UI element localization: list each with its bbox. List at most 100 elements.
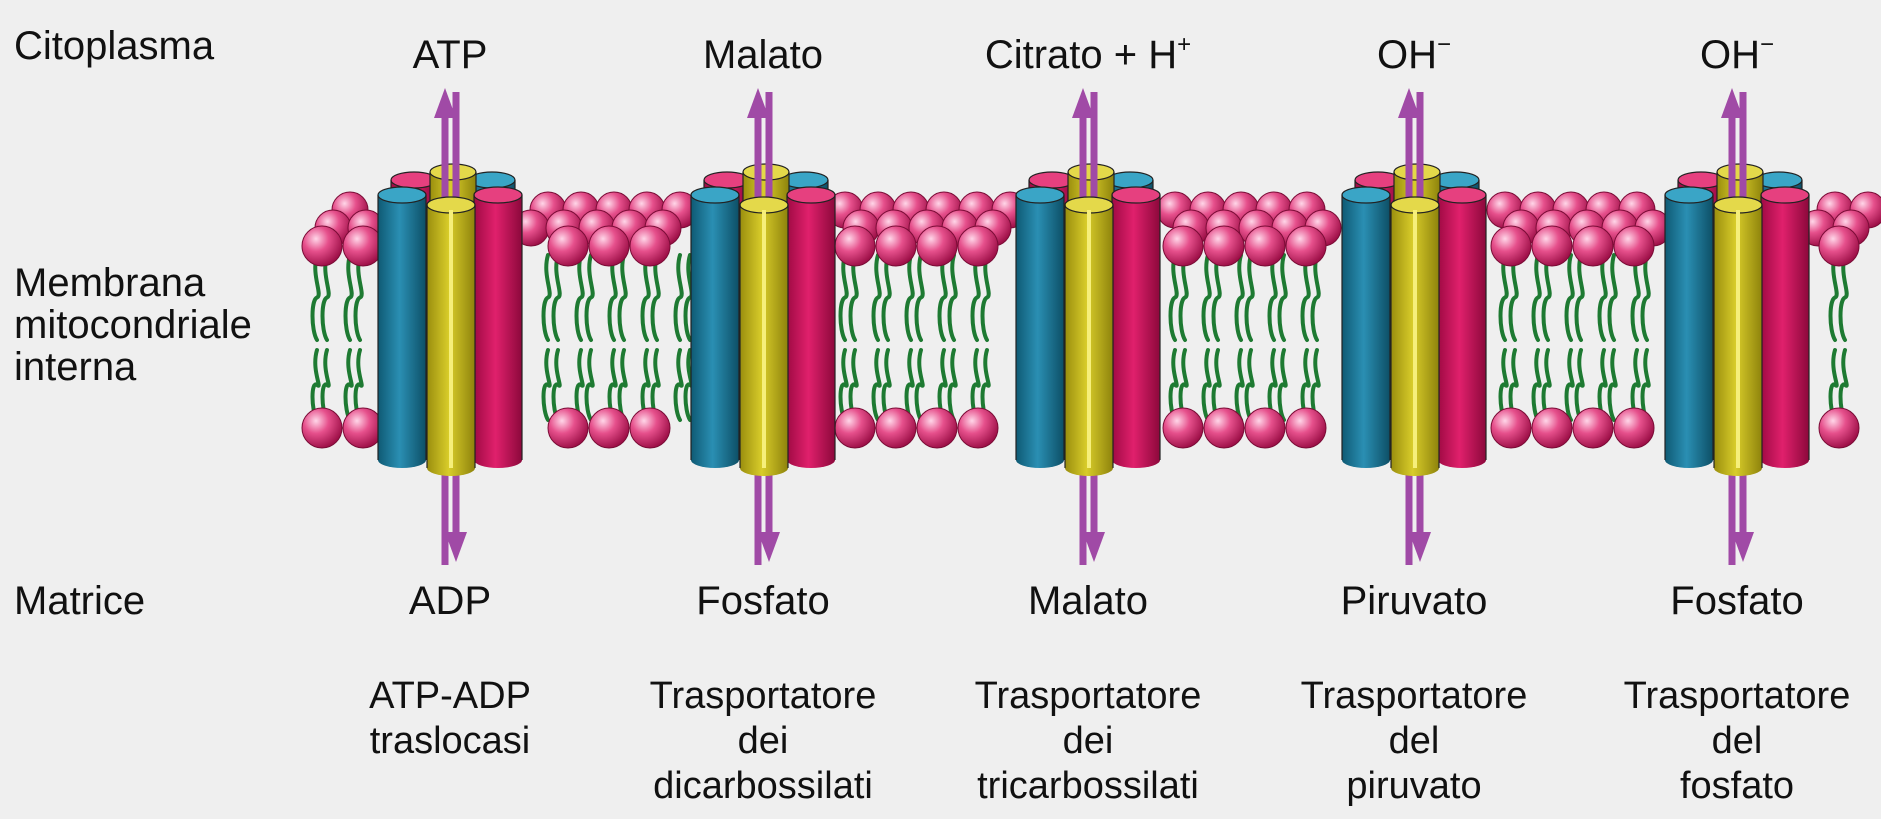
lipid-head xyxy=(958,226,998,266)
transporter-2 xyxy=(691,88,835,565)
transporter-name-4: Trasportatore del piruvato xyxy=(1301,674,1528,809)
lipid-tail xyxy=(917,350,923,420)
transporter-name-2-line-2: dei xyxy=(650,719,877,764)
lipid-head xyxy=(1204,226,1244,266)
helix-top xyxy=(474,187,522,203)
lipid-head xyxy=(835,408,875,448)
lipid-tail xyxy=(1237,255,1243,340)
lipid-tail xyxy=(1247,255,1253,340)
lipid-tail xyxy=(1204,255,1210,340)
lipid-head xyxy=(1491,408,1531,448)
transporter-name-3-line-2: dei xyxy=(975,719,1202,764)
lipid-head xyxy=(1614,226,1654,266)
lipid-tail xyxy=(676,255,682,340)
lipid-tail xyxy=(1610,255,1616,340)
helix-top xyxy=(1761,187,1809,203)
lipid-head xyxy=(343,226,383,266)
label-membrane-line-3: interna xyxy=(14,346,252,388)
helix-top xyxy=(691,187,739,203)
substrate-bottom-5: Fosfato xyxy=(1670,577,1803,625)
substrate-bottom-4: Piruvato xyxy=(1341,577,1488,625)
lipid-head xyxy=(302,408,342,448)
lipid-head xyxy=(1204,408,1244,448)
lipid-head xyxy=(1245,408,1285,448)
label-citoplasma: Citoplasma xyxy=(14,22,214,70)
helix-bottom xyxy=(1665,452,1713,468)
helix-top xyxy=(1342,187,1390,203)
lipid-tail xyxy=(1633,255,1639,340)
lipid-tail xyxy=(1831,255,1837,340)
label-matrice: Matrice xyxy=(14,577,145,625)
transporter-name-3: Trasportatore dei tricarbossilati xyxy=(975,674,1202,809)
helix-bottom xyxy=(1112,452,1160,468)
helix-body xyxy=(1342,195,1390,460)
substrate-bottom-1: ADP xyxy=(409,577,491,625)
lipid-tail xyxy=(983,255,989,340)
helix-bottom xyxy=(1016,452,1064,468)
transporter-1 xyxy=(378,88,522,565)
lipid-tail xyxy=(1567,350,1573,420)
transporter-name-5-line-1: Trasportatore xyxy=(1624,674,1851,719)
lipid-tail xyxy=(1534,350,1540,420)
lipid-tail xyxy=(1181,255,1187,340)
lipid-head xyxy=(917,408,957,448)
lipid-tail xyxy=(917,255,923,340)
helix-bottom xyxy=(474,452,522,468)
lipid-tail xyxy=(1600,255,1606,340)
lipid-tail xyxy=(620,255,626,340)
helix-body xyxy=(1438,195,1486,460)
lipid-tail xyxy=(554,255,560,340)
lipid-tail xyxy=(1643,255,1649,340)
lipid-head xyxy=(630,226,670,266)
lipid-tail xyxy=(1171,255,1177,340)
lipid-head xyxy=(1614,408,1654,448)
lipid-tail xyxy=(587,255,593,340)
transporter-name-1-line-2: traslocasi xyxy=(369,719,531,764)
lipid-tail xyxy=(544,350,550,420)
transporter-name-5-line-2: del xyxy=(1624,719,1851,764)
helix-top xyxy=(1438,187,1486,203)
transporter-name-4-line-3: piruvato xyxy=(1301,764,1528,809)
transporter-3 xyxy=(1016,88,1160,565)
lipid-tail xyxy=(1567,255,1573,340)
lipid-tail xyxy=(907,255,913,340)
lipid-tail xyxy=(577,350,583,420)
helix-bottom xyxy=(691,452,739,468)
lipid-tail xyxy=(1534,255,1540,340)
lipid-tail xyxy=(1577,350,1583,420)
lipid-head xyxy=(1819,226,1859,266)
lipid-head xyxy=(835,226,875,266)
lipid-head xyxy=(958,408,998,448)
lipid-head xyxy=(1532,408,1572,448)
helix-bottom xyxy=(378,452,426,468)
lipid-tail xyxy=(1577,255,1583,340)
helix-bottom xyxy=(787,452,835,468)
lipid-tail xyxy=(841,255,847,340)
lipid-head xyxy=(1245,226,1285,266)
lipid-tail xyxy=(874,350,880,420)
substrate-bottom-3: Malato xyxy=(1028,577,1148,625)
lipid-head xyxy=(548,226,588,266)
transporter-5 xyxy=(1665,88,1809,565)
lipid-tail xyxy=(950,350,956,420)
transporter-name-4-line-2: del xyxy=(1301,719,1528,764)
lipid-tail xyxy=(1247,350,1253,420)
lipid-tail xyxy=(356,255,362,340)
helix-top xyxy=(787,187,835,203)
helix-top xyxy=(378,187,426,203)
lipid-tail xyxy=(1280,255,1286,340)
lipid-head xyxy=(1163,408,1203,448)
lipid-head xyxy=(1573,408,1613,448)
lipid-tail xyxy=(313,255,319,340)
lipid-tail xyxy=(653,255,659,340)
transporter-4 xyxy=(1342,88,1486,565)
lipid-tail xyxy=(1610,350,1616,420)
lipid-head xyxy=(1532,226,1572,266)
lipid-head xyxy=(1286,226,1326,266)
lipid-tail xyxy=(874,255,880,340)
lipid-tail xyxy=(1280,350,1286,420)
lipid-tail xyxy=(1511,255,1517,340)
substrate-top-3: Citrato + H+ xyxy=(985,31,1191,79)
transporter-name-5: Trasportatore del fosfato xyxy=(1624,674,1851,809)
lipid-head xyxy=(343,408,383,448)
